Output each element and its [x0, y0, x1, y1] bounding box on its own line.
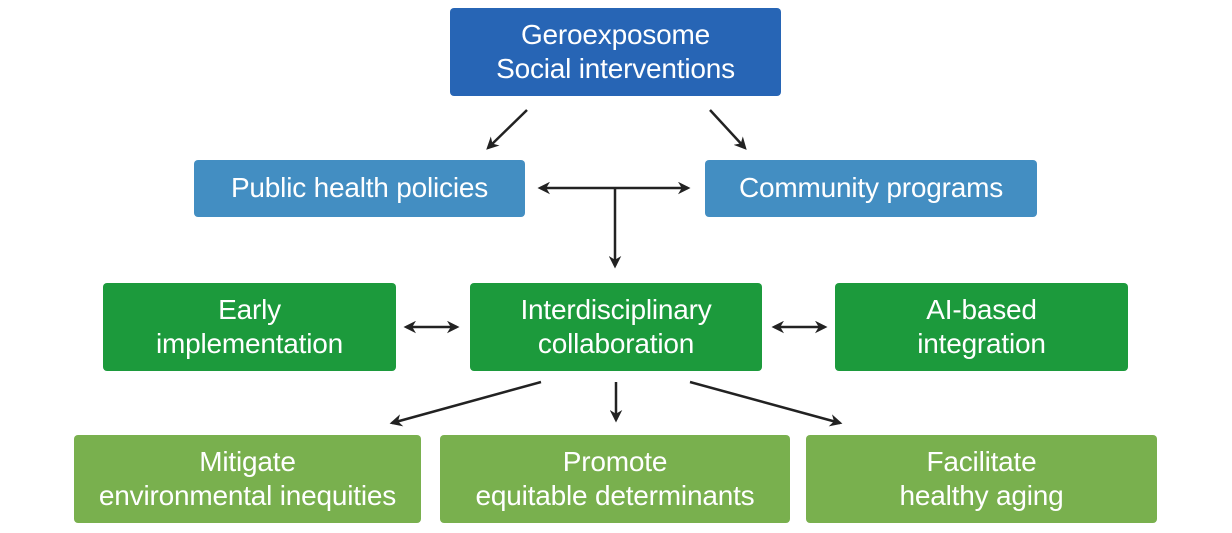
node-interdisciplinary-collaboration: Interdisciplinary collaboration: [470, 283, 762, 371]
node-label-line: environmental inequities: [98, 480, 397, 511]
node-label-line: implementation: [155, 328, 344, 359]
arrow-top-to-community: [709, 109, 747, 150]
node-label-line: Promote: [562, 445, 668, 477]
node-mitigate-environmental-inequities: Mitigate environmental inequities: [74, 435, 421, 523]
node-label-line: Social interventions: [496, 53, 735, 84]
node-label-line: integration: [917, 328, 1046, 359]
node-label-line: Public health policies: [230, 172, 489, 204]
node-label-line: Facilitate: [926, 445, 1037, 477]
node-promote-equitable-determinants: Promote equitable determinants: [440, 435, 790, 523]
node-label-line: Mitigate: [199, 445, 296, 477]
node-geroexposome: Geroexposome Social interventions: [450, 8, 781, 96]
node-community-programs: Community programs: [705, 160, 1037, 217]
node-facilitate-healthy-aging: Facilitate healthy aging: [806, 435, 1157, 523]
node-label-line: Community programs: [738, 172, 1004, 204]
node-label-line: AI-based: [926, 293, 1037, 325]
node-label-line: Interdisciplinary: [520, 293, 712, 325]
node-early-implementation: Early implementation: [103, 283, 396, 371]
node-label-line: Early: [218, 293, 281, 325]
arrow-to-facilitate: [689, 380, 843, 427]
arrow-top-to-public-health: [486, 109, 528, 150]
node-label-line: equitable determinants: [475, 480, 755, 511]
node-label-line: Geroexposome: [520, 18, 711, 50]
node-ai-based-integration: AI-based integration: [835, 283, 1128, 371]
node-public-health-policies: Public health policies: [194, 160, 525, 217]
node-label-line: collaboration: [537, 328, 695, 359]
node-label-line: healthy aging: [899, 480, 1064, 511]
arrow-to-mitigate: [389, 380, 542, 427]
